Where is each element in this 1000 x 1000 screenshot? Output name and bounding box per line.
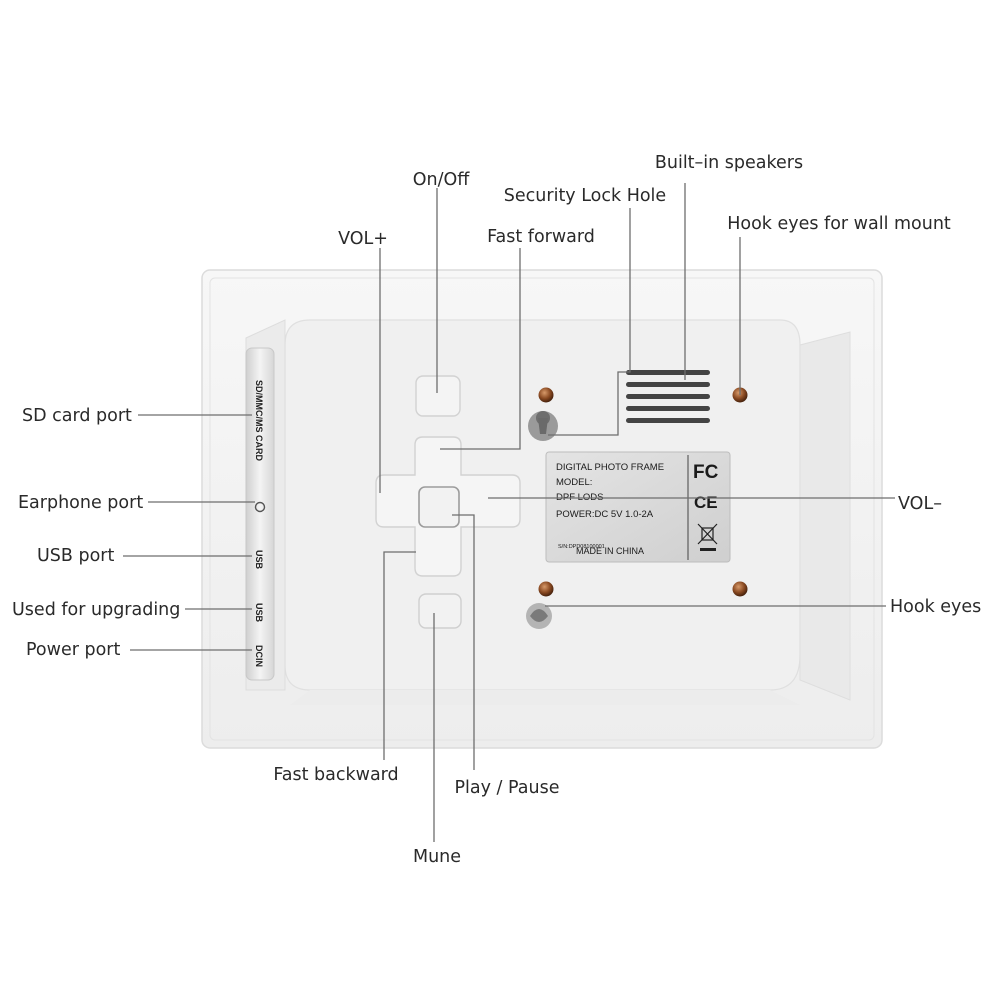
- bottom-hook: [526, 603, 552, 629]
- plate-power: POWER:DC 5V 1.0-2A: [556, 509, 654, 520]
- hook-eye-bottom-left: [538, 581, 554, 597]
- label-mune: Mune: [413, 847, 461, 867]
- label-hook-eyes-wall-mount: Hook eyes for wall mount: [727, 214, 951, 234]
- plate-origin: MADE IN CHINA: [576, 546, 644, 556]
- rating-plate: DIGITAL PHOTO FRAME MODEL: DPF LODS POWE…: [545, 451, 731, 563]
- callout-labels: On/Off Built–in speakers Security Lock H…: [12, 153, 981, 867]
- label-fast-backward: Fast backward: [273, 765, 398, 785]
- ce-mark: CE: [694, 493, 718, 512]
- side-port-strip: SD/MMC/MS CARD USB USB DCIN: [245, 347, 275, 681]
- dcin-label: DCIN: [254, 645, 264, 667]
- speaker-grille: [626, 370, 710, 423]
- play-pause-button[interactable]: [418, 486, 460, 528]
- card-slot-label: SD/MMC/MS CARD: [254, 380, 264, 461]
- fc-mark: FC: [693, 462, 719, 483]
- label-play-pause: Play / Pause: [455, 778, 560, 798]
- hook-eye-bottom-right: [732, 581, 748, 597]
- label-fast-forward: Fast forward: [487, 227, 595, 247]
- frame-body: [201, 269, 883, 749]
- label-power-port: Power port: [26, 640, 120, 660]
- usb-port-label: USB: [254, 550, 264, 570]
- power-button[interactable]: [415, 375, 461, 417]
- label-on-off: On/Off: [413, 170, 471, 190]
- label-earphone-port: Earphone port: [18, 493, 143, 513]
- label-built-in-speakers: Built–in speakers: [655, 153, 803, 173]
- label-vol-plus: VOL+: [338, 229, 388, 249]
- earphone-jack: [254, 501, 266, 513]
- plate-title: DIGITAL PHOTO FRAME: [556, 462, 664, 473]
- leader-lines: [123, 183, 895, 842]
- hook-eye-top-left: [538, 387, 554, 403]
- control-pad: [375, 375, 521, 629]
- label-sd-card-port: SD card port: [22, 406, 132, 426]
- weee-bin-icon: [697, 523, 718, 551]
- label-security-lock-hole: Security Lock Hole: [504, 186, 666, 206]
- menu-button[interactable]: [418, 593, 462, 629]
- label-usb-port: USB port: [37, 546, 114, 566]
- label-vol-minus: VOL–: [898, 494, 942, 514]
- label-hook-eyes: Hook eyes: [890, 597, 981, 617]
- label-used-for-upgrading: Used for upgrading: [12, 600, 180, 620]
- usb-upgrade-label: USB: [254, 603, 264, 623]
- plate-serial: S/N:DPD08100001: [558, 544, 605, 550]
- plate-model: MODEL:: [556, 477, 592, 488]
- security-lock-hole: [528, 411, 558, 441]
